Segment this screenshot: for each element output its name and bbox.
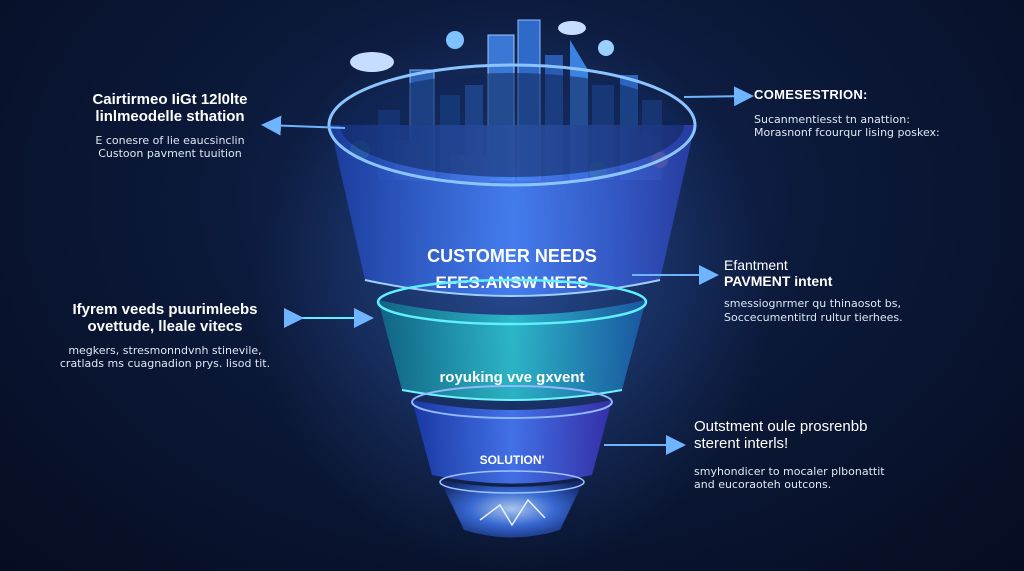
callout-right-middle-heading-line2: PAVMENT intent (724, 272, 833, 289)
funnel-tip (439, 470, 585, 538)
callout-left-top-body-line1: E conesre of lie eaucsinclin (95, 133, 245, 147)
callout-right-top-body: Sucanmentiesst tn anattion: Morasnonf fc… (754, 113, 994, 141)
callout-left-middle-body: megkers, stresmonndvnh stinevile, cratla… (40, 344, 290, 372)
callout-right-bottom-heading-line2: sterent interls! (694, 434, 789, 452)
callout-left-top-body-line2: Custoon pavment tuuition (98, 147, 242, 161)
callout-right-top-body-line1: Sucanmentiesst tn anattion: (754, 112, 910, 126)
callout-right-bottom-heading-line1: Outstment oule prosrenbb (694, 418, 868, 435)
callout-right-middle-body: smessiognrmer qu thinaosot bs, Soccecume… (724, 297, 964, 325)
callout-right-middle-body-line1: smessiognrmer qu thinaosot bs, (724, 297, 901, 311)
funnel-lower-stage: SOLUTION' (411, 385, 613, 484)
callout-right-top-body-line2: Morasnonf fcourqur lising poskex: (754, 126, 940, 140)
callout-left-top-heading-line1: Cairtirmeo IiGt 12l0lte (92, 91, 248, 108)
arrow-left-top (261, 115, 346, 136)
callout-right-bottom-body-line2: and eucoraoteh outcons. (694, 478, 832, 492)
funnel-middle-label: royuking vve gxvent (439, 369, 584, 386)
planet-icon (598, 40, 614, 56)
callout-left-middle: Ifyrem veeds puurimleebs ovettude, lleal… (40, 301, 290, 372)
callout-right-bottom-heading: Outstment oule prosrenbb sterent interls… (694, 418, 954, 453)
callout-right-bottom-body: smyhondicer to mocaler plbonattit and eu… (694, 465, 954, 493)
connector-arrows (261, 86, 754, 455)
callout-right-middle-body-line2: Soccecumentitrd rultur tierhees. (724, 311, 903, 325)
callout-left-middle-heading: Ifyrem veeds puurimleebs ovettude, lleal… (40, 301, 290, 336)
funnel-top-label-line1: CUSTOMER NEEDS (427, 246, 597, 266)
funnel-top-stage: CUSTOMER NEEDS EFES:ANSW NEES (327, 63, 697, 297)
funnel-top-label-line2: EFES:ANSW NEES (435, 273, 588, 292)
callout-left-top-heading-line2: linlmeodelle sthation (95, 107, 245, 125)
funnel-bottom-label: SOLUTION' (480, 453, 545, 467)
callout-left-top: Cairtirmeo IiGt 12l0lte linlmeodelle sth… (70, 91, 270, 162)
funnel-middle-stage: royuking vve gxvent (376, 278, 648, 401)
callout-left-top-body: E conesre of lie eaucsinclin Custoon pav… (70, 134, 270, 162)
callout-right-bottom: Outstment oule prosrenbb sterent interls… (694, 418, 954, 493)
planet-icon (446, 31, 464, 49)
callout-left-top-heading: Cairtirmeo IiGt 12l0lte linlmeodelle sth… (70, 91, 270, 126)
callout-right-top: COMESESTRION: Sucanmentiesst tn anattion… (754, 87, 994, 141)
cloud-icon (350, 52, 394, 72)
callout-left-middle-body-line1: megkers, stresmonndvnh stinevile, (68, 343, 262, 357)
callout-right-top-heading: COMESESTRION: (754, 87, 868, 102)
callout-right-middle: Efantment PAVMENT intent smessiognrmer q… (724, 257, 964, 325)
callout-right-middle-heading-line1: Efantment (724, 257, 788, 273)
callout-right-bottom-body-line1: smyhondicer to mocaler plbonattit (694, 464, 885, 478)
callout-right-middle-heading: Efantment PAVMENT intent (724, 257, 964, 289)
callout-left-middle-heading-line2: ovettude, lleale vitecs (87, 317, 243, 335)
arrow-right-top (683, 86, 754, 107)
callout-left-middle-body-line2: cratlads ms cuagnadion prys. lisod tit. (59, 357, 271, 371)
cloud-icon (558, 21, 586, 35)
callout-left-middle-heading-line1: Ifyrem veeds puurimleebs (72, 301, 258, 318)
